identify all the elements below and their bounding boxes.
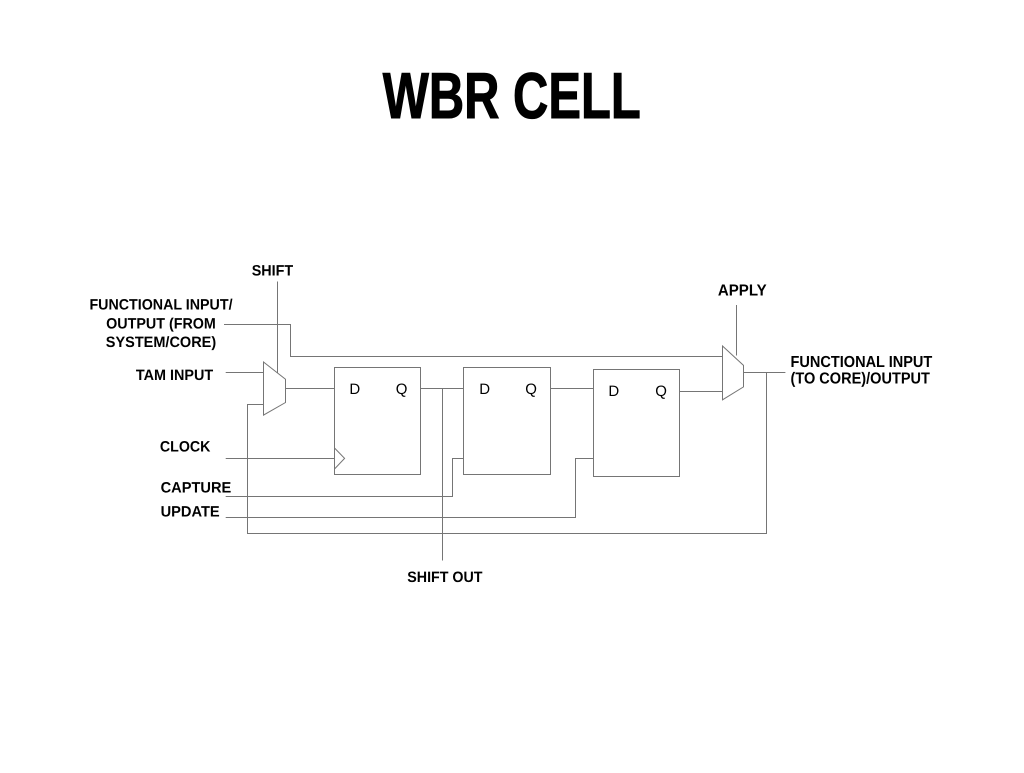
svg-text:UPDATE: UPDATE	[161, 504, 220, 521]
svg-text:D: D	[479, 381, 490, 398]
svg-text:SYSTEM/CORE): SYSTEM/CORE)	[106, 334, 216, 351]
svg-text:APPLY: APPLY	[718, 283, 767, 300]
svg-text:D: D	[349, 381, 360, 398]
svg-text:TAM INPUT: TAM INPUT	[136, 367, 213, 384]
svg-text:FUNCTIONAL INPUT: FUNCTIONAL INPUT	[791, 354, 933, 371]
svg-text:WBR CELL: WBR CELL	[383, 59, 641, 132]
svg-text:D: D	[608, 383, 619, 400]
svg-text:SHIFT OUT: SHIFT OUT	[407, 569, 482, 586]
svg-text:CLOCK: CLOCK	[160, 439, 211, 456]
svg-text:Q: Q	[396, 381, 408, 398]
svg-text:Q: Q	[525, 381, 537, 398]
svg-text:CAPTURE: CAPTURE	[161, 480, 232, 497]
svg-text:(TO CORE)/OUTPUT: (TO CORE)/OUTPUT	[791, 370, 931, 387]
svg-text:SHIFT: SHIFT	[252, 262, 294, 279]
svg-text:FUNCTIONAL INPUT/: FUNCTIONAL INPUT/	[89, 297, 233, 314]
svg-text:Q: Q	[655, 383, 667, 400]
svg-text:OUTPUT (FROM: OUTPUT (FROM	[106, 315, 216, 332]
